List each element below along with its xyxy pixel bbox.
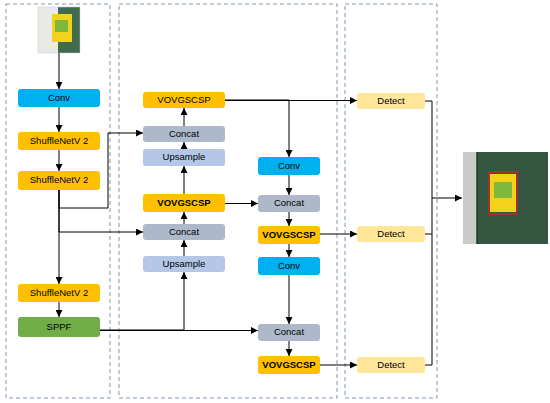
layer-box: Detect: [357, 357, 425, 373]
layer-box: Concat: [143, 224, 225, 240]
flow-arrow: [59, 150, 60, 171]
layer-label: Detect: [377, 96, 404, 106]
input-image: [38, 7, 80, 53]
layer-label: VOVGSCSP: [262, 230, 315, 240]
input-arrow: [59, 53, 60, 89]
layer-box: VOVGSCSP: [143, 92, 225, 108]
output-image: [463, 152, 548, 244]
flow-arrow: [184, 108, 185, 126]
flow-arrow: [320, 234, 357, 235]
flow-arrow: [184, 212, 185, 224]
layer-box: Conv: [258, 157, 320, 175]
flow-arrow: [289, 212, 290, 226]
backbone-panel: [6, 4, 110, 398]
layer-box: VOVGSCSP: [258, 226, 320, 244]
flow-arrow: [59, 190, 60, 284]
layer-label: SPPF: [47, 322, 72, 332]
layer-label: Detect: [377, 360, 404, 370]
flow-arrow: [289, 275, 290, 324]
layer-box: Detect: [357, 226, 425, 242]
layer-label: Upsample: [163, 259, 206, 269]
flow-arrow: [184, 166, 185, 194]
layer-box: VOVGSCSP: [143, 194, 225, 212]
flow-arrow: [59, 190, 143, 232]
layer-label: VOVGSCSP: [262, 360, 315, 370]
layer-label: Conv: [278, 161, 300, 171]
layer-label: Conv: [48, 93, 70, 103]
flow-arrow: [184, 240, 185, 256]
flow-arrow: [289, 175, 290, 195]
layer-label: ShuffleNetV 2: [30, 175, 88, 185]
flow-arrow: [59, 107, 60, 132]
layer-label: Concat: [169, 129, 199, 139]
layer-box: Concat: [258, 324, 320, 341]
output-merge-lines: [425, 101, 462, 365]
flow-arrow: [289, 341, 290, 356]
layer-label: Upsample: [163, 152, 206, 162]
flow-arrow: [184, 142, 185, 149]
neck-panel: [119, 4, 337, 398]
layer-box: Concat: [143, 126, 225, 142]
layer-box: ShuffleNetV 2: [18, 284, 100, 302]
layer-box: ShuffleNetV 2: [18, 171, 100, 190]
layer-label: ShuffleNetV 2: [30, 288, 88, 298]
head-panel: [345, 4, 437, 398]
flow-arrow: [320, 365, 357, 366]
layer-label: ShuffleNetV 2: [30, 136, 88, 146]
flow-arrow: [225, 100, 289, 157]
layer-box: Upsample: [143, 256, 225, 272]
layer-label: Concat: [274, 327, 304, 337]
layer-box: Concat: [258, 195, 320, 212]
layer-label: Concat: [169, 227, 199, 237]
layer-box: Detect: [357, 93, 425, 109]
layer-box: Conv: [18, 89, 100, 107]
flow-arrow: [100, 272, 184, 330]
layer-label: VOVGSCSP: [157, 95, 210, 105]
layer-label: Detect: [377, 229, 404, 239]
layer-box: SPPF: [18, 317, 100, 337]
flow-arrow: [100, 330, 258, 331]
layer-label: VOVGSCSP: [157, 198, 210, 208]
flow-arrow: [289, 244, 290, 257]
layer-box: ShuffleNetV 2: [18, 132, 100, 150]
flow-arrow: [225, 203, 258, 204]
layer-label: Concat: [274, 198, 304, 208]
layer-box: VOVGSCSP: [258, 356, 320, 374]
layer-label: Conv: [278, 261, 300, 271]
layer-box: Upsample: [143, 149, 225, 166]
flow-arrow: [225, 100, 357, 101]
flow-arrow: [59, 302, 60, 317]
layer-box: Conv: [258, 257, 320, 275]
